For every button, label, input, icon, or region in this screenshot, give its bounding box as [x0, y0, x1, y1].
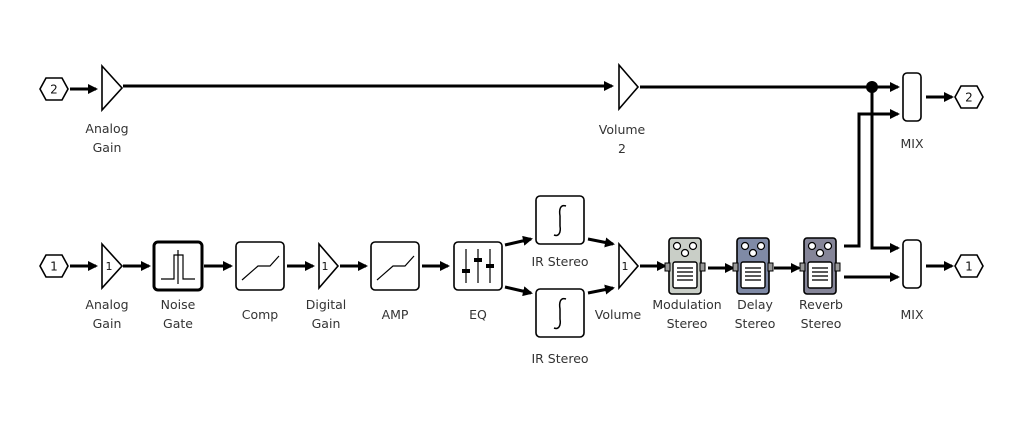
- wire-junction-to-mix-bottom: [870, 87, 900, 253]
- delay-label-line1: Delay: [737, 297, 773, 312]
- compressor-curve-icon: [241, 255, 280, 281]
- volume-2-block[interactable]: [618, 62, 640, 112]
- eq-label: EQ: [469, 307, 487, 322]
- reverb-label-line2: Stereo: [801, 316, 842, 331]
- mix-bottom-block[interactable]: [902, 239, 922, 289]
- mix-top-label: MIX: [900, 136, 923, 151]
- gain-triangle-icon: [101, 241, 124, 291]
- volume-2-label-line1: Volume: [599, 122, 646, 137]
- gain-triangle-icon: [101, 63, 124, 113]
- amp-label: AMP: [382, 307, 409, 322]
- gain-value: 1: [106, 260, 113, 273]
- integral-icon: [553, 204, 567, 237]
- comp-label: Comp: [242, 307, 279, 322]
- noise-gate-icon: [161, 250, 195, 284]
- footswitch-icon: [672, 261, 698, 289]
- gain-triangle-icon: [318, 241, 340, 291]
- volume-main-block[interactable]: 1: [618, 241, 640, 291]
- reverb-label-line1: Reverb: [799, 297, 843, 312]
- modulation-label-line1: Modulation: [652, 297, 721, 312]
- footswitch-icon: [740, 261, 766, 289]
- digital-gain-label-line2: Gain: [312, 316, 341, 331]
- volume-value: 1: [622, 260, 629, 273]
- modulation-label-line2: Stereo: [667, 316, 708, 331]
- eq-sliders-icon: [462, 249, 494, 283]
- knob-icon: [688, 241, 698, 251]
- eq-block[interactable]: [453, 241, 503, 291]
- ir-stereo-top-label: IR Stereo: [531, 254, 588, 269]
- volume-triangle-icon: [618, 62, 640, 112]
- knob-icon: [740, 241, 750, 251]
- ir-stereo-top-block[interactable]: [535, 195, 585, 245]
- hexagon-icon: [954, 85, 984, 109]
- knob-icon: [815, 248, 825, 258]
- noise-gate-block[interactable]: [152, 240, 204, 292]
- analog-gain-bottom-label-line1: Analog: [85, 297, 128, 312]
- wire-reverb-to-mix-top: [844, 109, 900, 248]
- delay-stereo-pedal[interactable]: [732, 237, 774, 295]
- knob-icon: [823, 241, 833, 251]
- volume-main-label: Volume: [595, 307, 642, 322]
- port-label: 1: [965, 260, 973, 274]
- port-label: 2: [50, 83, 58, 97]
- modulation-stereo-pedal[interactable]: [664, 237, 706, 295]
- port-label: 2: [965, 91, 973, 105]
- knob-icon: [672, 241, 682, 251]
- analog-gain-bottom-label-line2: Gain: [93, 316, 122, 331]
- ir-stereo-bottom-block[interactable]: [535, 288, 585, 338]
- wires: [70, 81, 954, 297]
- noise-gate-label-line1: Noise: [161, 297, 196, 312]
- knob-icon: [756, 241, 766, 251]
- wire-eq-to-ir-top: [504, 235, 533, 247]
- footswitch-icon: [807, 261, 833, 289]
- digital-gain-block[interactable]: 1: [318, 241, 340, 291]
- analog-gain-top-label-line1: Analog: [85, 121, 128, 136]
- hexagon-icon: [39, 77, 69, 101]
- wire-eq-to-ir-bottom: [504, 285, 533, 297]
- comp-block[interactable]: [235, 241, 285, 291]
- mix-icon: [902, 239, 922, 289]
- wire-ir-bottom-to-volume: [587, 284, 615, 295]
- mix-top-block[interactable]: [902, 72, 922, 122]
- noise-gate-label-line2: Gate: [163, 316, 193, 331]
- volume-2-label-line2: 2: [618, 141, 626, 156]
- knob-icon: [680, 248, 690, 258]
- volume-triangle-icon: [618, 241, 640, 291]
- digital-gain-label-line1: Digital: [306, 297, 347, 312]
- input-port-2[interactable]: 2: [39, 77, 69, 101]
- analog-gain-bottom-block[interactable]: 1: [101, 241, 124, 291]
- integral-icon: [553, 297, 567, 330]
- port-label: 1: [50, 260, 58, 274]
- junction-dot: [866, 81, 878, 93]
- amp-block[interactable]: [370, 241, 420, 291]
- reverb-stereo-pedal[interactable]: [799, 237, 841, 295]
- hexagon-icon: [39, 254, 69, 278]
- knob-icon: [807, 241, 817, 251]
- hexagon-icon: [954, 254, 984, 278]
- analog-gain-top-label-line2: Gain: [93, 140, 122, 155]
- mix-bottom-label: MIX: [900, 307, 923, 322]
- knob-icon: [748, 248, 758, 258]
- input-port-1[interactable]: 1: [39, 254, 69, 278]
- gain-value: 1: [322, 260, 329, 273]
- output-port-1[interactable]: 1: [954, 254, 984, 278]
- analog-gain-top-block[interactable]: [101, 63, 124, 113]
- ir-stereo-bottom-label: IR Stereo: [531, 351, 588, 366]
- mix-icon: [902, 72, 922, 122]
- delay-label-line2: Stereo: [735, 316, 776, 331]
- amp-curve-icon: [376, 255, 415, 281]
- wire-ir-top-to-volume: [587, 237, 615, 248]
- output-port-2[interactable]: 2: [954, 85, 984, 109]
